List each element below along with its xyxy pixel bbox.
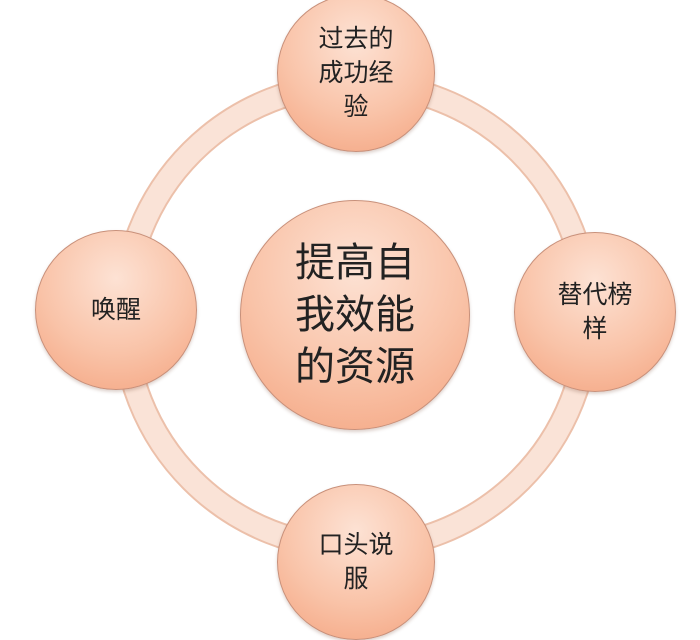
node-text: 唤醒 — [90, 295, 141, 324]
node-text: 验 — [343, 92, 369, 121]
node-top-past-success: 过去的成功经验 — [277, 0, 435, 152]
node-text: 成功经 — [318, 58, 394, 87]
node-text: 样 — [582, 314, 608, 343]
node-left-arousal: 唤醒 — [35, 230, 197, 390]
center-text: 提高自 — [295, 240, 415, 286]
center-node: 提高自我效能的资源 — [240, 200, 470, 430]
center-text: 的资源 — [295, 344, 415, 390]
node-text: 口头说 — [318, 530, 394, 559]
center-text: 我效能 — [295, 292, 415, 338]
node-text: 服 — [343, 564, 369, 593]
node-text: 过去的 — [318, 24, 394, 53]
node-right-vicarious-model: 替代榜样 — [514, 232, 676, 392]
node-text: 替代榜 — [557, 280, 633, 309]
node-bottom-verbal-persuasion: 口头说服 — [277, 484, 435, 640]
